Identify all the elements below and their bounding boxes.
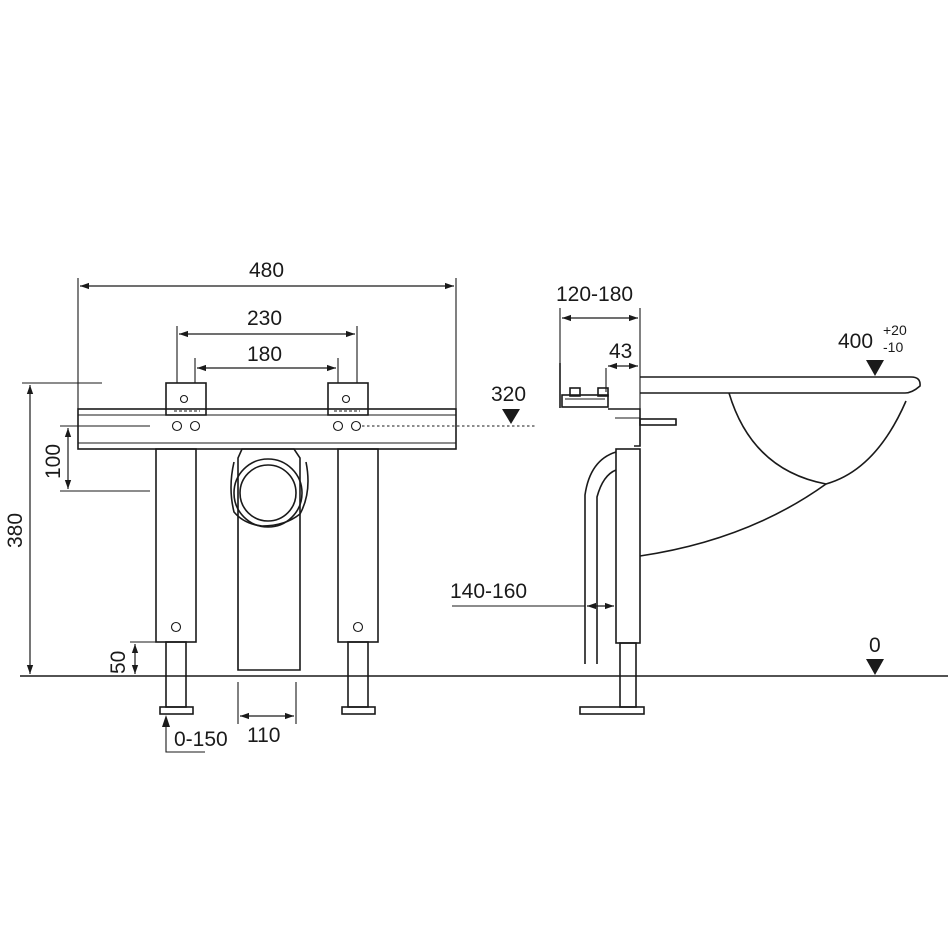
dim-50-label: 50	[107, 651, 130, 674]
front-view: 320 480 230 180	[4, 259, 536, 753]
left-foot-plate	[159, 706, 194, 715]
side-leg	[615, 448, 641, 644]
level-320-marker	[502, 409, 520, 424]
floor-level-label: 0	[869, 634, 881, 657]
rim-level-marker	[866, 360, 884, 376]
dim-140-160-label: 140-160	[450, 580, 527, 603]
dim-480-label: 480	[249, 259, 284, 282]
dim-120-180-label: 120-180	[556, 283, 633, 306]
dim-0-150-label: 0-150	[174, 728, 228, 751]
side-view: 120-180 43 140-160 400 +20 -10 0	[450, 283, 921, 715]
dim-400-tol-minus: -10	[883, 339, 903, 355]
right-bracket	[327, 382, 369, 416]
dim-230-label: 230	[247, 307, 282, 330]
dim-180-label: 180	[247, 343, 282, 366]
right-foot-plate	[341, 706, 376, 715]
mount-hole	[171, 420, 183, 432]
level-320-label: 320	[491, 383, 526, 406]
mount-hole	[189, 420, 201, 432]
drain-assembly	[230, 448, 309, 671]
dim-100-label: 100	[42, 444, 65, 479]
left-leg	[155, 448, 197, 643]
dim-110-label: 110	[247, 724, 280, 747]
left-bracket	[165, 382, 207, 416]
wall-bracket-side	[559, 363, 677, 447]
dim-380-label: 380	[4, 513, 27, 548]
dim-43-label: 43	[609, 340, 632, 363]
right-leg-insert	[347, 641, 369, 708]
floor-level-marker	[866, 659, 884, 675]
dim-400-label: 400	[838, 330, 873, 353]
dim-400-tol-plus: +20	[883, 322, 907, 338]
side-drain-pipe	[584, 451, 617, 664]
side-leg-insert	[619, 642, 637, 708]
mount-hole	[332, 420, 344, 432]
side-foot-plate	[579, 706, 645, 715]
mount-hole	[350, 420, 362, 432]
basin	[639, 376, 921, 557]
right-leg	[337, 448, 379, 643]
left-leg-insert	[165, 641, 187, 708]
